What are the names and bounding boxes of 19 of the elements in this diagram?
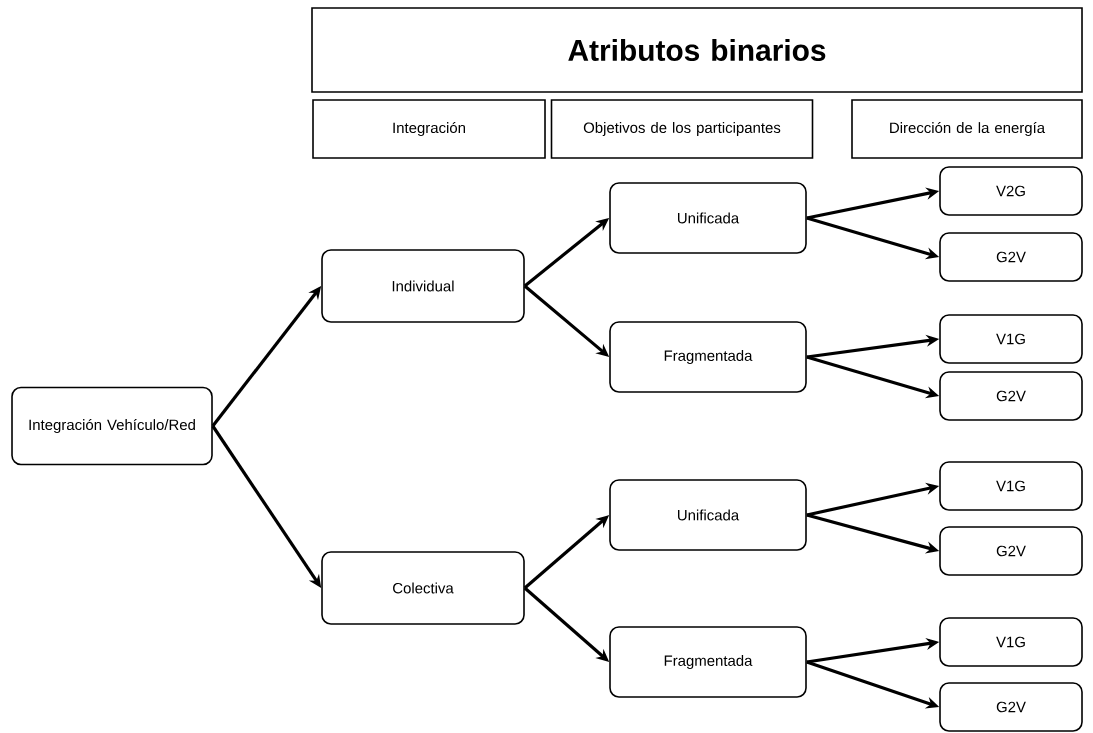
header-box: Dirección de la energía (851, 99, 1083, 159)
title-box: Atributos binarios (311, 7, 1083, 93)
process-box: Unificada (609, 182, 807, 254)
process-box: Integración Vehículo/Red (11, 386, 213, 466)
process-box: Fragmentada (609, 626, 807, 698)
process-box: G2V (939, 371, 1083, 421)
process-box: G2V (939, 526, 1083, 576)
process-box: V1G (939, 617, 1083, 667)
header-box: Objetivos de los participantes (550, 99, 814, 159)
header-box: Integración (312, 99, 546, 159)
process-box: Colectiva (321, 551, 525, 625)
process-box: G2V (939, 232, 1083, 282)
process-box: V1G (939, 461, 1083, 511)
process-box: G2V (939, 682, 1083, 732)
process-box: Fragmentada (609, 321, 807, 393)
process-box: Unificada (609, 479, 807, 551)
process-box: V1G (939, 314, 1083, 364)
process-box: V2G (939, 166, 1083, 216)
process-box: Individual (321, 249, 525, 323)
